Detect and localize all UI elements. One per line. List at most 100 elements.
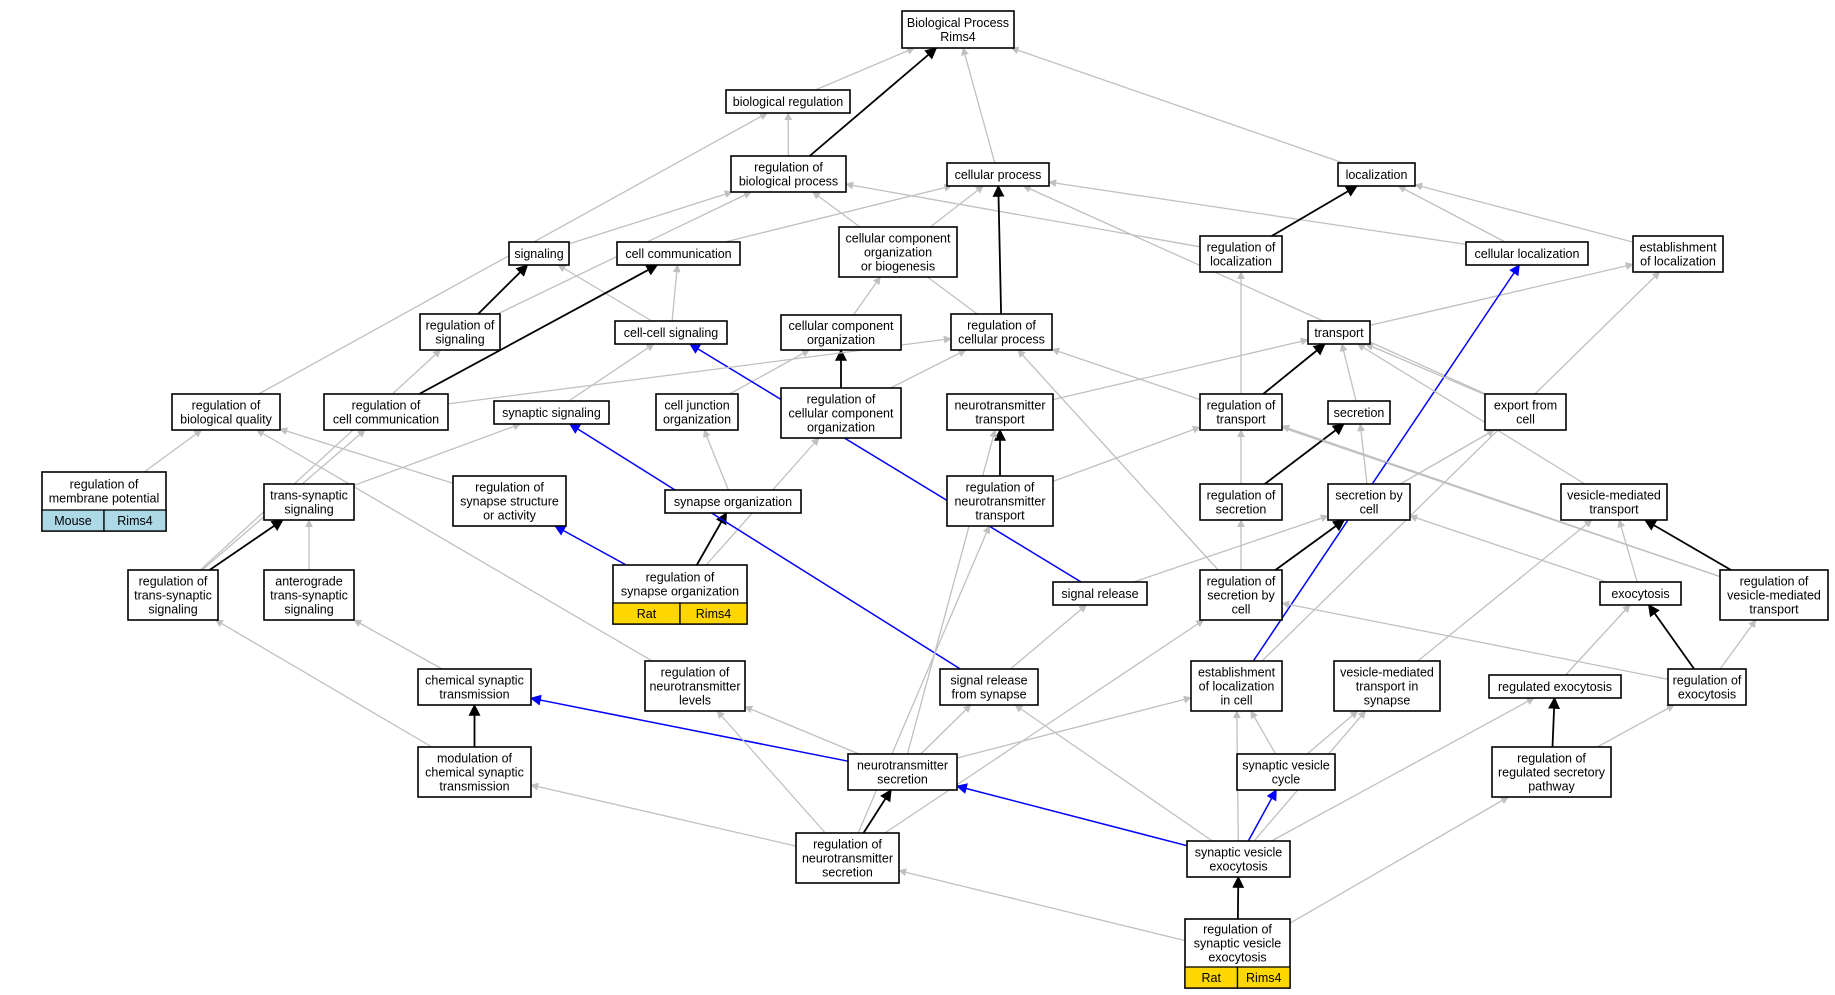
go-term-label-line: transport bbox=[975, 509, 1025, 523]
go-term-label-line: transport bbox=[1749, 603, 1799, 617]
go-term-box bbox=[508, 241, 570, 266]
go-term-biological-regulation[interactable]: biological regulation bbox=[725, 89, 851, 114]
go-term-signal-release[interactable]: signal release bbox=[1052, 581, 1148, 606]
go-term-label-line: synapse organization bbox=[674, 495, 792, 509]
go-term-transport[interactable]: transport bbox=[1307, 320, 1371, 345]
go-term-exocytosis[interactable]: exocytosis bbox=[1599, 581, 1682, 606]
go-term-label-line: regulation of bbox=[139, 575, 208, 589]
edge-trans-synaptic-signaling-to-synaptic-signaling bbox=[353, 422, 522, 487]
go-term-label-line: regulation of bbox=[1740, 575, 1809, 589]
edge-nt-secretion-to-signal-release-synapse bbox=[920, 704, 972, 755]
go-term-label-line: neurotransmitter bbox=[857, 759, 948, 773]
edge-reg-localization-to-localization bbox=[1271, 185, 1358, 237]
go-term-label-line: cycle bbox=[1272, 773, 1301, 787]
edge-exocytosis-to-vesicle-mediated-transport bbox=[1617, 519, 1638, 583]
edge-syn-vesicle-exocytosis-to-regulated-exocytosis bbox=[1271, 697, 1535, 842]
edge-chem-syn-transmission-to-anterograde bbox=[353, 619, 443, 670]
go-term-label-line: of localization bbox=[1199, 680, 1275, 694]
go-term-synapse-organization[interactable]: synapse organization bbox=[664, 489, 802, 514]
go-term-cell-cell-signaling[interactable]: cell-cell signaling bbox=[614, 320, 728, 345]
go-term-label-line: trans-synaptic bbox=[134, 589, 212, 603]
go-term-label-line: synaptic vesicle bbox=[1195, 846, 1283, 860]
go-term-label-line: modulation of bbox=[437, 752, 513, 766]
go-term-cellular-process[interactable]: cellular process bbox=[946, 162, 1050, 187]
edge-signal-release-synapse-to-signal-release bbox=[1009, 604, 1087, 670]
go-term-label-line: of localization bbox=[1640, 255, 1716, 269]
edge-reg-transport-to-transport bbox=[1262, 343, 1326, 395]
go-term-box bbox=[614, 320, 728, 345]
go-term-box bbox=[1186, 840, 1291, 878]
go-term-label-line: organization bbox=[807, 421, 875, 435]
edge-signaling-to-reg-biological-process bbox=[568, 190, 733, 245]
edge-reg-signaling-to-signaling bbox=[477, 264, 529, 315]
edge-localization-to-bp-root bbox=[1010, 46, 1344, 164]
go-term-box bbox=[1632, 235, 1724, 273]
go-term-label-line: trans-synaptic bbox=[270, 489, 348, 503]
edge-signal-release-synapse-to-synaptic-signaling bbox=[568, 423, 961, 670]
go-term-label-line: regulated secretory bbox=[1498, 766, 1606, 780]
go-term-box bbox=[417, 668, 532, 706]
go-term-cell-communication[interactable]: cell communication bbox=[616, 241, 741, 266]
go-term-label-line: regulation of bbox=[967, 319, 1036, 333]
go-term-label-line: exocytosis bbox=[1209, 860, 1267, 874]
go-term-label-line: exocytosis bbox=[1678, 688, 1736, 702]
go-term-cellular-localization[interactable]: cellular localization bbox=[1465, 241, 1589, 266]
edge-cell-communication-to-cellular-process bbox=[724, 183, 953, 243]
go-term-secretion[interactable]: secretion bbox=[1327, 400, 1391, 425]
go-term-label-line: neurotransmitter bbox=[954, 399, 1045, 413]
go-term-label-line: vesicle-mediated bbox=[1727, 589, 1821, 603]
go-term-label-line: synaptic vesicle bbox=[1242, 759, 1330, 773]
edge-ccob-to-cellular-process bbox=[929, 185, 984, 228]
go-term-localization[interactable]: localization bbox=[1337, 162, 1416, 187]
go-term-label-line: secretion by bbox=[1335, 489, 1403, 503]
go-term-label-line: or activity bbox=[483, 509, 537, 523]
go-term-regulated-exocytosis[interactable]: regulated exocytosis bbox=[1488, 674, 1622, 699]
go-term-synaptic-signaling[interactable]: synaptic signaling bbox=[493, 400, 610, 425]
go-term-label-line: secretion bbox=[822, 866, 873, 880]
go-term-box bbox=[1190, 660, 1283, 712]
go-term-box bbox=[263, 569, 355, 621]
go-term-signaling[interactable]: signaling bbox=[508, 241, 570, 266]
go-term-box bbox=[1199, 235, 1283, 273]
